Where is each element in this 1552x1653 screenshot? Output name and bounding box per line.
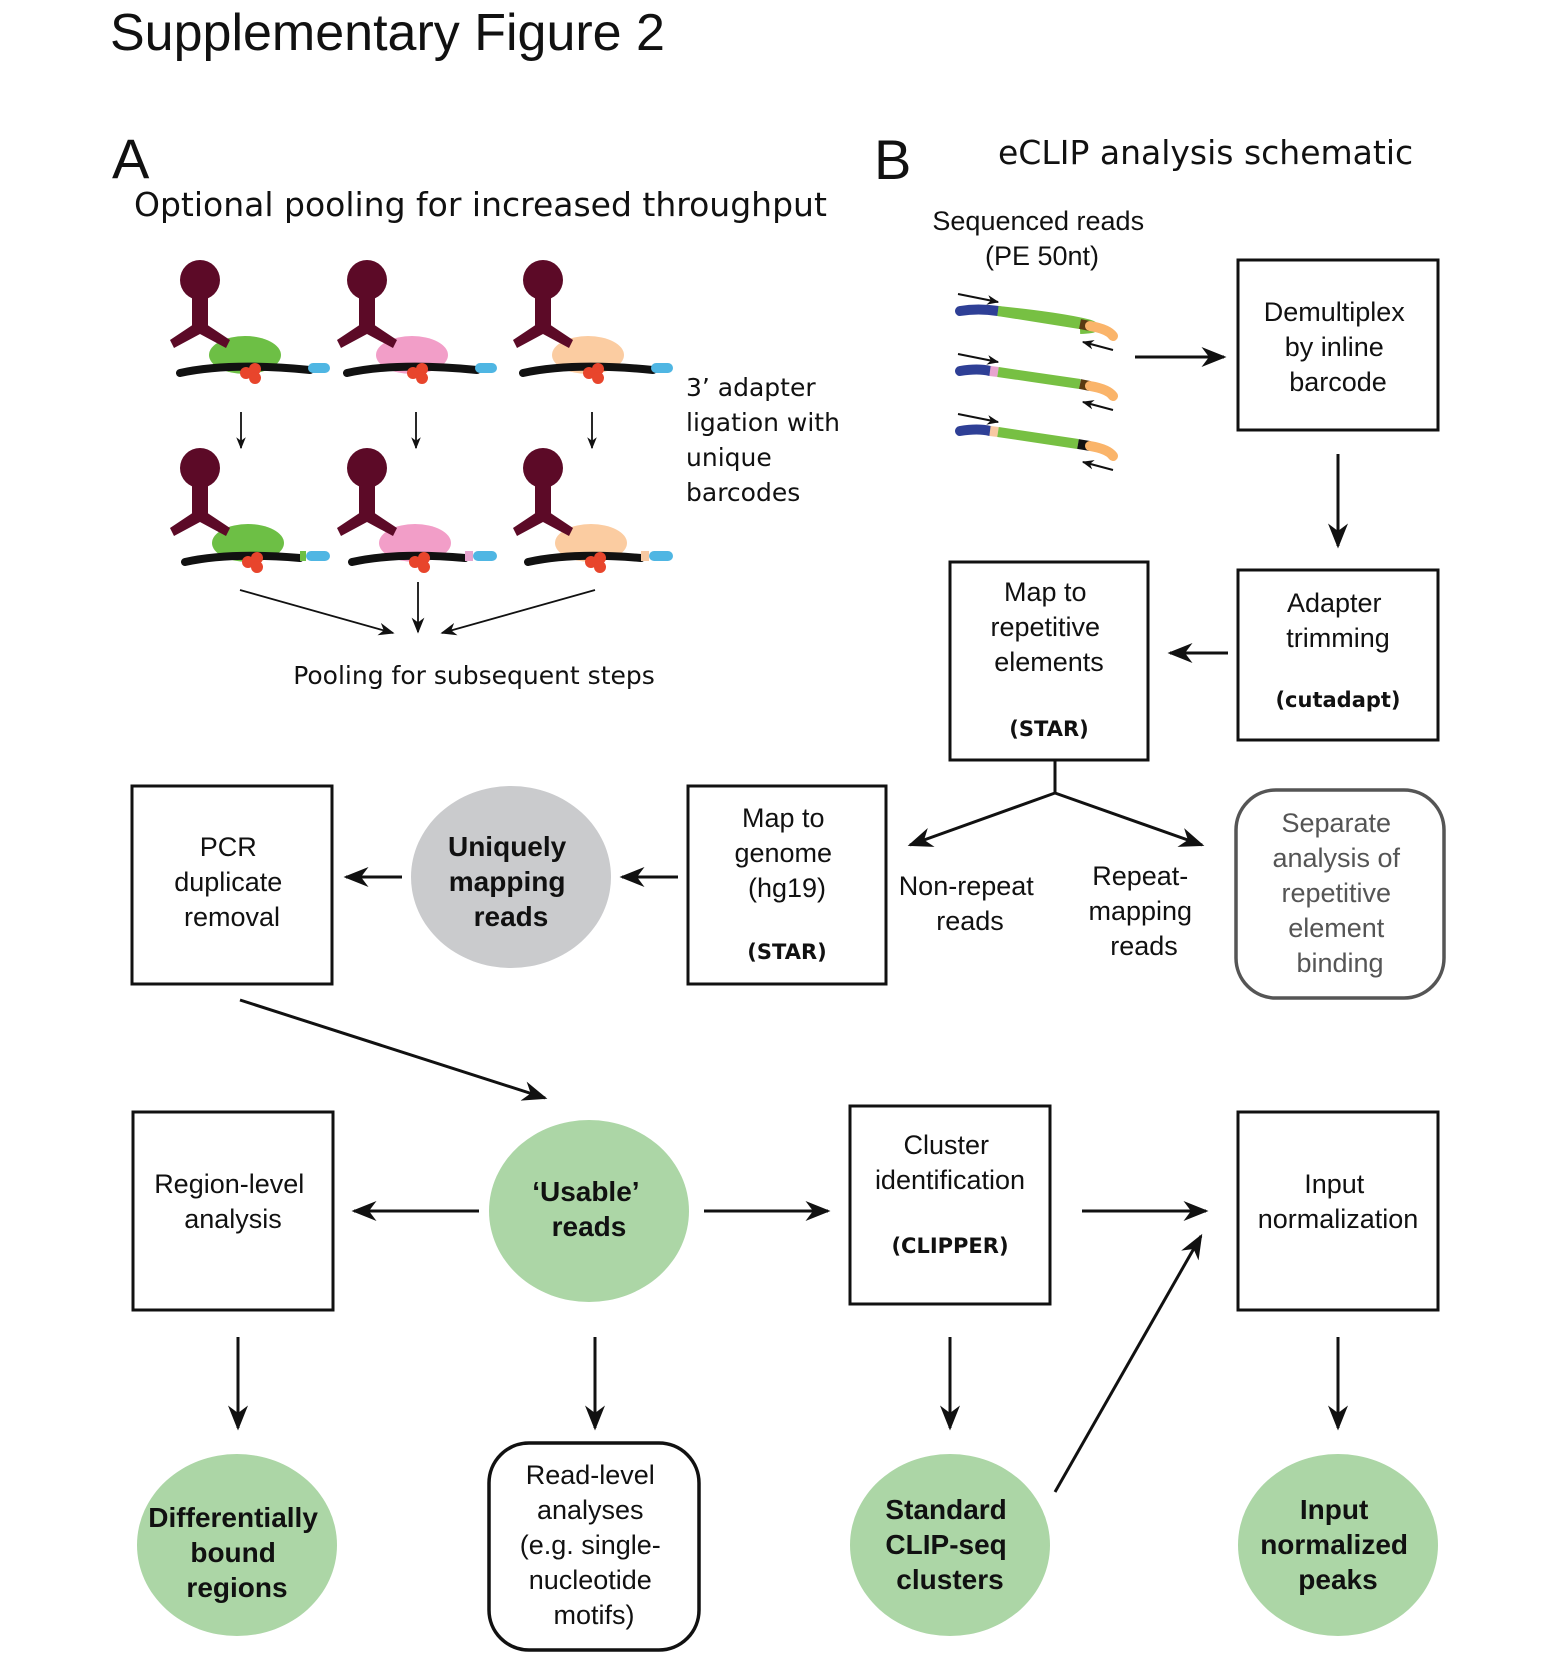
adapter-trimming-box: Adapter trimming (cutadapt) xyxy=(1236,568,1440,742)
arrow-pool-right xyxy=(440,589,596,636)
svg-text:Differentially bound: Differentially bound regions xyxy=(148,1502,325,1603)
map-repetitive-box: Map to repetitive elements (STAR) xyxy=(948,560,1150,762)
separate-analysis-box: Separate analysis of repetitive element … xyxy=(1234,788,1446,1000)
svg-text:Map to repetitive: Map to repetitive elements xyxy=(990,577,1107,677)
arrow-pcr-to-usable xyxy=(239,998,548,1101)
panel-a: A Optional pooling for increased through… xyxy=(112,127,848,690)
svg-text:Input normalization: Input normalization xyxy=(1258,1169,1419,1234)
pooling-label: Pooling for subsequent steps xyxy=(293,661,655,690)
differentially-bound-node: Differentially bound regions xyxy=(137,1454,337,1636)
svg-text:Separate analysis of: Separate analysis of repetitive element … xyxy=(1272,808,1407,978)
demultiplex-box: Demultiplex by inline barcode xyxy=(1236,258,1440,432)
cluster-identification-box: Cluster identification (CLIPPER) xyxy=(848,1104,1052,1306)
complex-peach-ligated xyxy=(513,448,673,573)
map-genome-box: Map to genome (hg19) (STAR) xyxy=(686,784,888,986)
region-level-box: Region-level analysis xyxy=(131,1110,335,1312)
svg-text:Cluster identification: Cluster identification xyxy=(875,1130,1025,1195)
complex-green-ligated xyxy=(170,448,330,573)
svg-text:(STAR): (STAR) xyxy=(747,940,826,964)
svg-text:(STAR): (STAR) xyxy=(1009,717,1088,741)
svg-text:Region-level analysis: Region-level analysis xyxy=(154,1169,312,1234)
svg-text:Standard CLIP-seq: Standard CLIP-seq clusters xyxy=(885,1494,1014,1595)
panel-b-letter: B xyxy=(874,128,911,191)
panel-b: B eCLIP analysis schematic Sequenced rea… xyxy=(130,128,1446,1652)
svg-text:Map to genome: Map to genome (hg19) xyxy=(734,803,839,903)
svg-text:Demultiplex by inline: Demultiplex by inline barcode xyxy=(1264,297,1413,397)
read-2 xyxy=(955,353,1118,411)
complex-row-bottom xyxy=(170,448,673,573)
read-1 xyxy=(955,293,1118,351)
adapter-ligation-label: 3’ adapter ligation with unique barcodes xyxy=(686,373,848,507)
arrow-to-non-repeat xyxy=(907,791,1056,847)
pcr-duplicate-box: PCR duplicate removal xyxy=(130,784,334,986)
svg-text:Uniquely mapping: Uniquely mapping reads xyxy=(448,831,574,932)
svg-text:(CLIPPER): (CLIPPER) xyxy=(891,1234,1008,1258)
svg-text:PCR duplicate: PCR duplicate removal xyxy=(174,832,290,932)
complex-row-top xyxy=(170,260,673,384)
arrow-standard-to-normalization xyxy=(1053,1233,1203,1493)
panel-a-title: Optional pooling for increased throughpu… xyxy=(134,185,827,224)
complex-pink-unligated xyxy=(337,260,497,384)
arrow-to-repeat-mapping xyxy=(1054,791,1205,847)
input-normalization-box: Input normalization xyxy=(1236,1110,1440,1312)
complex-peach-unligated xyxy=(513,260,673,384)
svg-text:‘Usable’ reads: ‘Usable’ reads xyxy=(532,1176,646,1242)
svg-text:(cutadapt): (cutadapt) xyxy=(1275,688,1400,712)
standard-clusters-node: Standard CLIP-seq clusters xyxy=(850,1454,1050,1636)
figure-title: Supplementary Figure 2 xyxy=(110,4,665,62)
read-level-box: Read-level analyses (e.g. single- nucleo… xyxy=(487,1441,701,1652)
repeat-mapping-reads-label: Repeat- mapping reads xyxy=(1088,861,1199,961)
svg-text:Adapter trimming: Adapter trimming xyxy=(1286,588,1390,653)
uniquely-mapping-node: Uniquely mapping reads xyxy=(411,786,611,968)
complex-pink-ligated xyxy=(337,448,497,573)
svg-text:Input normalized: Input normalized peaks xyxy=(1260,1494,1416,1595)
panel-b-title: eCLIP analysis schematic xyxy=(998,133,1413,172)
input-normalized-peaks-node: Input normalized peaks xyxy=(1238,1454,1438,1636)
complex-green-unligated xyxy=(170,260,330,384)
svg-text:Read-level analyses: Read-level analyses (e.g. single- nucleo… xyxy=(520,1460,669,1630)
sequenced-reads-label: Sequenced reads (PE 50nt) xyxy=(932,206,1151,271)
usable-reads-node: ‘Usable’ reads xyxy=(489,1120,689,1302)
sequenced-reads xyxy=(955,293,1118,471)
arrow-pool-left xyxy=(239,589,395,636)
non-repeat-reads-label: Non-repeat reads xyxy=(899,871,1042,936)
read-3 xyxy=(955,413,1118,471)
panel-a-letter: A xyxy=(112,127,150,190)
